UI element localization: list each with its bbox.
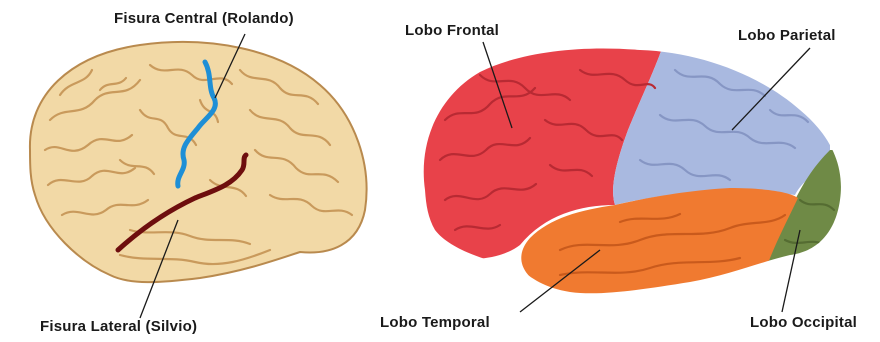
left-brain (30, 34, 367, 318)
right-brain (405, 40, 860, 312)
lateral-fissure-label: Fisura Lateral (Silvio) (40, 318, 197, 335)
central-fissure-label: Fisura Central (Rolando) (114, 10, 294, 27)
occipital-lobe-label: Lobo Occipital (750, 314, 857, 331)
temporal-lobe-label: Lobo Temporal (380, 314, 490, 331)
frontal-lobe-label: Lobo Frontal (405, 22, 499, 39)
parietal-lobe-label: Lobo Parietal (738, 27, 836, 44)
